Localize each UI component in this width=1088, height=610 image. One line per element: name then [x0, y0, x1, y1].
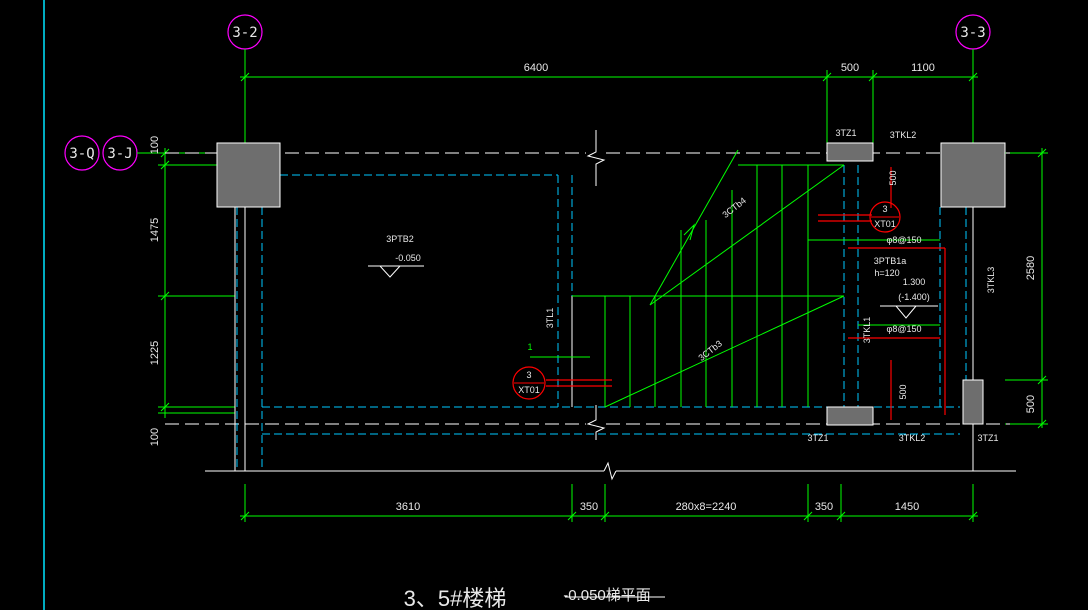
break-symbol-bottom [586, 405, 606, 440]
rebar-top-spec: φ8@150 [887, 235, 922, 245]
detail-bubble-left: 3 XT01 [512, 366, 546, 400]
detail-number-left: 3 [526, 370, 531, 380]
platform-b1-name: 3PTB1a [874, 256, 907, 266]
dim-left-1225: 1225 [149, 341, 161, 365]
right-dimension [1005, 148, 1048, 429]
tkl3-label: 3TKL3 [986, 267, 996, 294]
dim-bottom-2240: 280x8=2240 [676, 501, 737, 513]
detail-number-right: 3 [882, 204, 887, 214]
level-symbol-mid [880, 305, 938, 319]
column-top-right [940, 142, 1006, 208]
bottom-dimension [240, 484, 978, 522]
top-dimension [240, 70, 978, 145]
column-tz1-bottom [826, 406, 874, 426]
drawing-subtitle: -0.050梯平面 [563, 587, 651, 604]
beam-dashed-lines [236, 165, 967, 471]
leader-lines [530, 239, 940, 358]
stair-slab-upper: 3CTb4 [720, 195, 747, 220]
platform-name: 3PTB2 [386, 234, 414, 244]
platform-level: -0.050 [395, 253, 421, 263]
dim-top-1100: 1100 [911, 62, 935, 74]
axis-label-3-2: 3-2 [232, 25, 257, 41]
dim-left-100-top: 100 [149, 136, 161, 154]
axis-label-3-J: 3-J [107, 146, 132, 162]
tkl2-bottom-label: 3TKL2 [899, 433, 926, 443]
tz1-bottom-label: 3TZ1 [807, 433, 828, 443]
axis-bubble-3-3: 3-3 [955, 14, 991, 50]
tkl1-label: 3TKL1 [862, 317, 872, 344]
dim-bottom-350-b: 350 [815, 501, 833, 513]
dim-right-500: 500 [1025, 395, 1037, 413]
rebar-lines [546, 167, 946, 420]
stair-slab-lower: 3CTb3 [696, 338, 723, 363]
platform-b1-thickness: h=120 [874, 268, 899, 278]
stair-treads [572, 149, 845, 408]
tkl2-top-label: 3TKL2 [890, 130, 917, 140]
detail-bubble-right: 3 XT01 [869, 201, 901, 233]
dim-bottom-3610: 3610 [396, 501, 420, 513]
beam-tl1-label: 3TL1 [545, 308, 555, 329]
dim-bottom-350-a: 350 [580, 501, 598, 513]
dim-right-2580: 2580 [1025, 256, 1037, 280]
column-top-left [216, 142, 281, 208]
dim-bottom-1450: 1450 [895, 501, 919, 513]
axis-bubble-3-Q: 3-Q [64, 135, 100, 171]
level-symbol-platform [368, 265, 424, 278]
dim-left-1475: 1475 [149, 218, 161, 242]
column-tz1-right [962, 379, 984, 425]
dim-top-6400: 6400 [524, 62, 548, 74]
break-symbol-base [603, 461, 617, 481]
dim-500-upper: 500 [888, 170, 898, 185]
break-symbol-top [586, 130, 606, 186]
rebar-mid-spec: φ8@150 [887, 324, 922, 334]
level-mid-value: 1.300 [903, 277, 926, 287]
drawing-title: 3、5#楼梯 [404, 586, 507, 610]
tz1-top-label: 3TZ1 [835, 128, 856, 138]
dim-500-lower: 500 [898, 384, 908, 399]
small-marker-1: 1 [527, 342, 532, 352]
axis-label-3-3: 3-3 [960, 25, 985, 41]
detail-ref-left: XT01 [518, 385, 540, 395]
level-mid-value-2: (-1.400) [898, 292, 930, 302]
axis-bubble-3-2: 3-2 [227, 14, 263, 50]
dim-top-500: 500 [841, 62, 859, 74]
detail-ref-right: XT01 [874, 219, 896, 229]
axis-bubble-3-J: 3-J [102, 135, 138, 171]
dim-left-100-bottom: 100 [149, 428, 161, 446]
axis-label-3-Q: 3-Q [69, 146, 94, 162]
tz1-right-label: 3TZ1 [977, 433, 998, 443]
column-tz1-top [826, 142, 874, 162]
